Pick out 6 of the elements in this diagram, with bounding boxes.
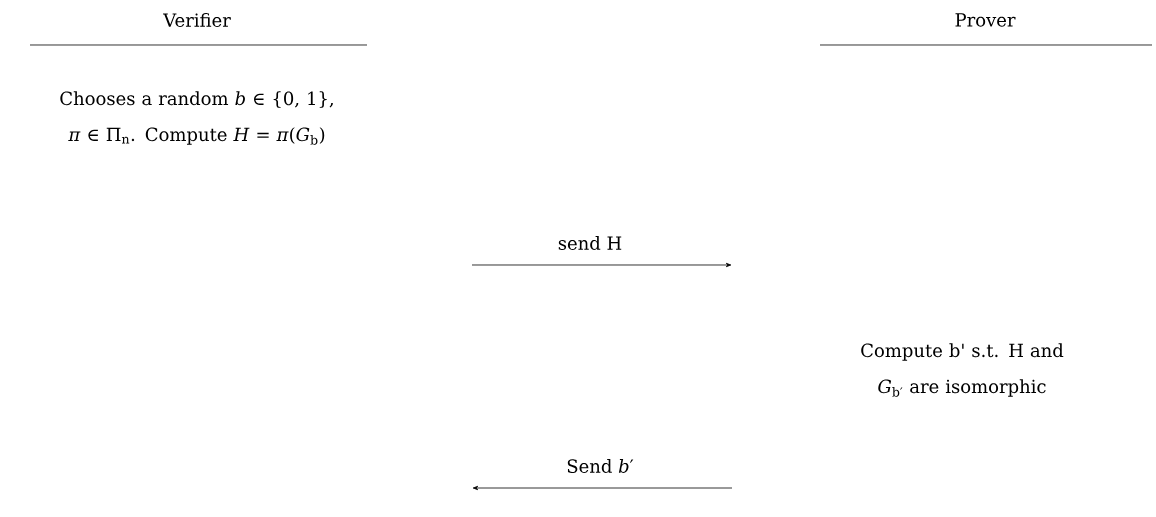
step-text: Chooses a random b ∈ {0, 1}, π ∈ Π$_{n}$. Compute H = π(G$_{b}$) (60, 91, 333, 145)
step-text: Compute b' s.t. H and G$_{b′}$ are isomorphic (861, 343, 1064, 397)
arrow-label: send H (558, 236, 622, 250)
arrow-label: Send b′ (567, 459, 634, 473)
column-heading: Verifier (163, 13, 231, 27)
column-heading: Prover (955, 13, 1016, 27)
